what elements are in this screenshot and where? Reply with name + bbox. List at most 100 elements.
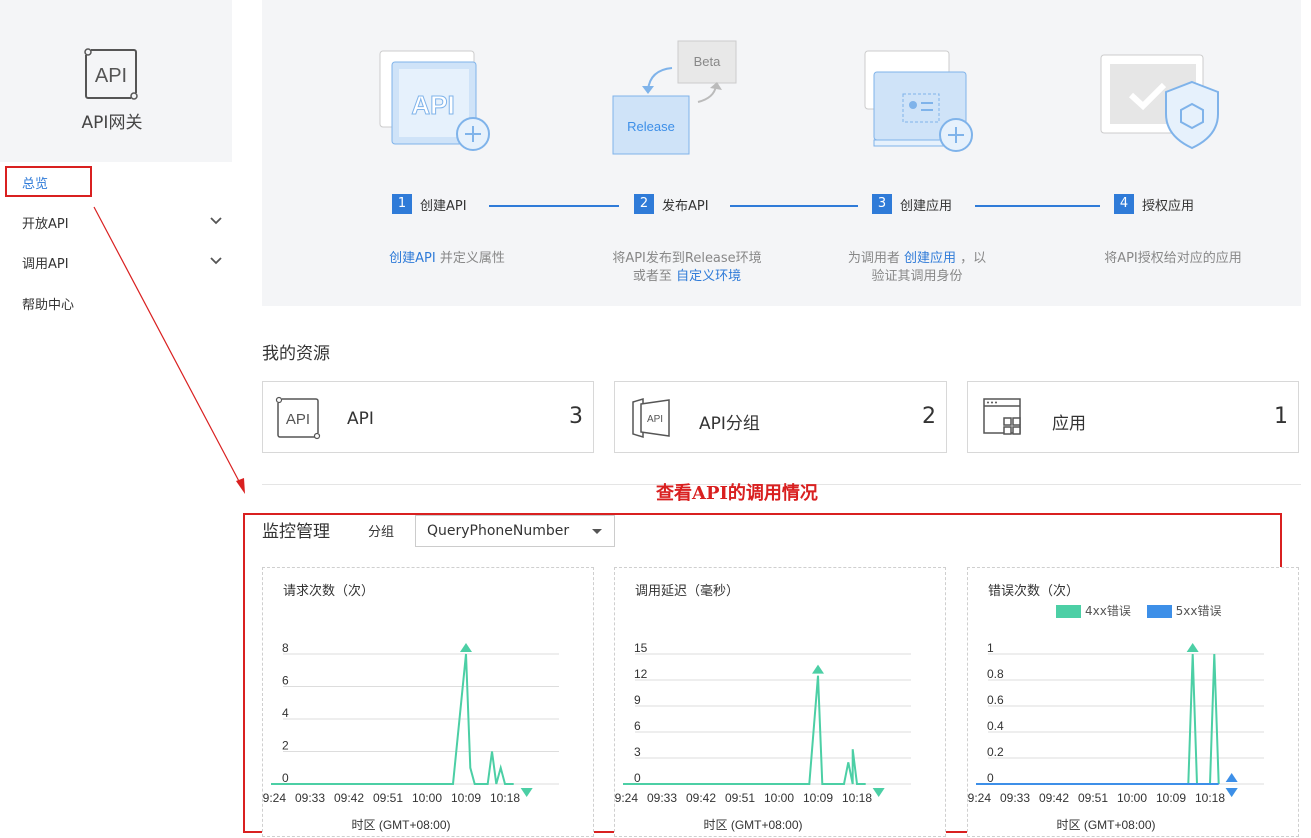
create-app-link[interactable]: 创建应用 <box>903 251 956 266</box>
illus-release-text: Release <box>627 119 675 134</box>
api-chip-icon: API <box>275 396 321 440</box>
icon-text: API <box>647 414 663 425</box>
step-name: 发布API <box>662 198 709 214</box>
min-marker-icon <box>1225 788 1238 797</box>
nav-item-label: 开放API <box>22 217 69 232</box>
chart-title: 错误次数（次） <box>988 584 1080 599</box>
dropdown-caret-icon <box>592 529 602 534</box>
y-tick-label: 0.4 <box>987 719 1004 733</box>
x-tick-label: 10:18 <box>842 791 872 805</box>
highlight-box-overview <box>5 166 92 197</box>
create-app-illustration-icon <box>864 50 973 152</box>
nav-item-label: 总览 <box>22 177 49 192</box>
x-tick-label: 09:51 <box>725 791 755 805</box>
x-tick-label: 10:09 <box>803 791 833 805</box>
chart-legend: 4xx错误 5xx错误 <box>1056 602 1234 619</box>
y-tick-label: 0 <box>282 771 289 785</box>
step-connector <box>730 205 858 207</box>
desc-line: 将API发布到Release环境 <box>612 251 762 266</box>
desc-text: 为调用者 <box>847 251 904 266</box>
nav-item-overview[interactable]: 总览 <box>0 166 232 198</box>
max-marker-icon <box>1186 643 1199 652</box>
y-tick-label: 3 <box>634 745 641 759</box>
chevron-down-icon <box>210 257 222 265</box>
illus-beta-text: Beta <box>694 54 722 69</box>
y-tick-label: 0.8 <box>987 667 1004 681</box>
resource-name: 应用 <box>1052 414 1086 434</box>
x-tick-label: 09:51 <box>373 791 403 805</box>
y-tick-label: 12 <box>634 667 648 681</box>
resource-count: 3 <box>569 404 583 429</box>
chart-canvas: 00.20.40.60.8109:2409:3309:4209:5110:001… <box>968 641 1264 832</box>
resource-card-api-group[interactable]: API API分组 2 <box>614 381 947 453</box>
step-1-description: 创建API 并定义属性 <box>322 250 572 268</box>
x-tick-label: 09:42 <box>1039 791 1069 805</box>
nav-item-label: 调用API <box>22 257 69 272</box>
create-api-illustration-icon: API <box>379 50 490 151</box>
y-tick-label: 0.6 <box>987 693 1004 707</box>
api-group-icon: API <box>632 397 670 439</box>
x-tick-label: 09:51 <box>1078 791 1108 805</box>
step-number: 4 <box>1114 194 1134 214</box>
step-name: 授权应用 <box>1142 198 1195 214</box>
step-connector <box>975 205 1100 207</box>
x-tick-label: 09:33 <box>647 791 677 805</box>
nav-item-call-api[interactable]: 调用API <box>0 246 232 278</box>
x-tick-label: 09:42 <box>334 791 364 805</box>
x-tick-label: 09:24 <box>263 791 286 805</box>
group-select[interactable]: QueryPhoneNumber <box>415 515 615 547</box>
min-marker-icon <box>872 788 885 797</box>
nav-item-open-api[interactable]: 开放API <box>0 206 232 238</box>
custom-env-link[interactable]: 自定义环境 <box>676 269 742 284</box>
series-line <box>976 653 1220 785</box>
monitor-title: 监控管理 <box>262 522 330 542</box>
getting-started-guide: API Beta Release 1 创建API 2 发布API <box>262 0 1301 306</box>
section-divider <box>262 484 1301 485</box>
max-marker-icon <box>1225 773 1238 782</box>
resource-name: API <box>347 409 374 429</box>
nav-item-help-center[interactable]: 帮助中心 <box>0 287 232 319</box>
x-tick-label: 10:00 <box>412 791 442 805</box>
desc-text: 或者至 <box>632 269 677 284</box>
x-tick-label: 10:00 <box>1117 791 1147 805</box>
x-tick-label: 10:09 <box>451 791 481 805</box>
desc-line: 验证其调用身份 <box>871 269 963 284</box>
api-gateway-logo-icon: API <box>83 47 139 101</box>
step-number: 2 <box>634 194 654 214</box>
sidebar: API API网关 总览 开放API 调用API 帮助中心 <box>0 0 232 837</box>
chart-canvas: 0246809:2409:3309:4209:5110:0010:0910:18… <box>263 641 559 832</box>
resource-card-api[interactable]: API API 3 <box>262 381 594 453</box>
x-tick-label: 10:18 <box>1195 791 1225 805</box>
y-tick-label: 6 <box>634 719 641 733</box>
legend-item-4xx[interactable]: 4xx错误 <box>1056 602 1131 619</box>
step-name: 创建应用 <box>900 198 953 214</box>
x-tick-label: 10:09 <box>1156 791 1186 805</box>
legend-item-5xx[interactable]: 5xx错误 <box>1146 602 1222 619</box>
resources-title: 我的资源 <box>262 344 330 364</box>
authorize-app-illustration-icon <box>1100 54 1219 150</box>
chevron-down-icon <box>210 217 222 225</box>
series-line <box>623 675 866 785</box>
create-api-link[interactable]: 创建API <box>389 251 436 266</box>
logo-text: API <box>95 65 127 87</box>
product-title: API网关 <box>81 113 143 133</box>
chart-call-latency: 调用延迟（毫秒） 0369121509:2409:3309:4209:5110:… <box>614 567 946 837</box>
desc-text: 并定义属性 <box>435 251 505 266</box>
x-axis-label: 时区 (GMT+08:00) <box>1056 818 1155 832</box>
y-tick-label: 0.2 <box>987 745 1004 759</box>
x-tick-label: 09:33 <box>1000 791 1030 805</box>
x-tick-label: 09:42 <box>686 791 716 805</box>
series-line <box>271 653 514 785</box>
illus-api-text: API <box>411 90 454 120</box>
annotation-text: 查看API的调用情况 <box>656 483 818 504</box>
icon-text: API <box>286 411 310 428</box>
step-number: 1 <box>392 194 412 214</box>
application-window-icon <box>983 398 1021 435</box>
resource-count: 1 <box>1274 404 1288 429</box>
x-tick-label: 10:18 <box>490 791 520 805</box>
resource-name: API分组 <box>699 414 760 434</box>
chart-error-count: 错误次数（次） 4xx错误 5xx错误 00.20.40.60.8109:240… <box>967 567 1299 837</box>
resource-card-application[interactable]: 应用 1 <box>967 381 1299 453</box>
y-tick-label: 1 <box>987 641 994 655</box>
